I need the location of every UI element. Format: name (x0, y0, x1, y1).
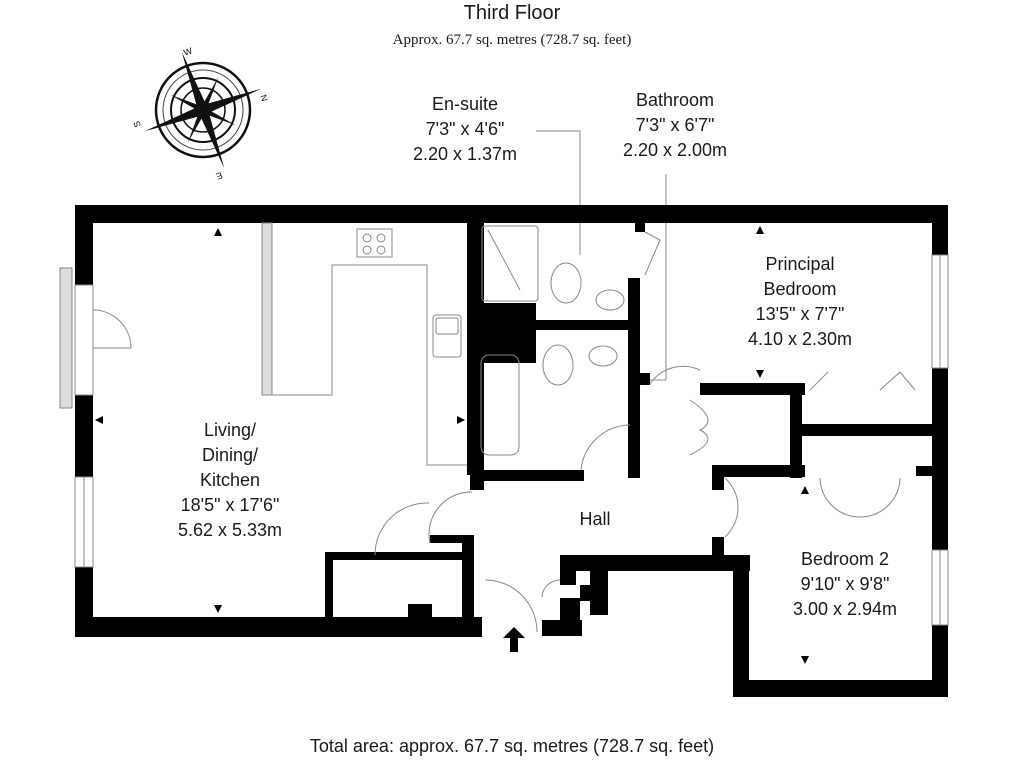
balcony-door (59, 267, 132, 409)
floor-title: Third Floor (463, 2, 561, 24)
compass-rose-icon: W N E S (131, 45, 270, 181)
living-name-1: Living/ (203, 420, 257, 440)
compass-west-label: W (182, 45, 194, 57)
living-name-2: Dining/ (201, 445, 259, 465)
room-label-ensuite: En-suite 7'3" x 4'6" 2.20 x 1.37m (385, 92, 545, 167)
principal-bedroom-name-1: Principal (765, 254, 835, 274)
compass-south-label: S (131, 120, 142, 129)
bedroom2-imperial: 9'10" x 9'8" (800, 574, 890, 594)
ensuite-name: En-suite (431, 94, 499, 114)
bathroom-imperial: 7'3" x 6'7" (635, 115, 715, 135)
bedroom2-name: Bedroom 2 (800, 549, 890, 569)
bedroom2-metric: 3.00 x 2.94m (792, 599, 898, 619)
ensuite-metric: 2.20 x 1.37m (412, 144, 518, 164)
bathroom-metric: 2.20 x 2.00m (622, 140, 728, 160)
floor-area-subtitle: Approx. 67.7 sq. metres (728.7 sq. feet) (392, 32, 632, 48)
windows (74, 254, 949, 626)
compass-north-label: N (258, 93, 270, 103)
hall-name: Hall (579, 509, 611, 529)
living-metric: 5.62 x 5.33m (177, 520, 283, 540)
bathroom-name: Bathroom (635, 90, 715, 110)
leader-lines (536, 130, 667, 381)
walls (75, 205, 948, 697)
compass-east-label: E (215, 170, 224, 181)
room-label-bedroom2: Bedroom 2 9'10" x 9'8" 3.00 x 2.94m (765, 547, 925, 622)
ensuite-imperial: 7'3" x 4'6" (425, 119, 505, 139)
principal-bedroom-name-2: Bedroom (763, 279, 837, 299)
dimension-markers (95, 226, 809, 664)
bathroom-fittings (480, 225, 661, 471)
living-name-3: Kitchen (199, 470, 261, 490)
doors (374, 365, 916, 633)
room-label-hall: Hall (555, 507, 635, 532)
living-imperial: 18'5" x 17'6" (180, 495, 280, 515)
room-label-bathroom: Bathroom 7'3" x 6'7" 2.20 x 2.00m (595, 88, 755, 163)
principal-bedroom-metric: 4.10 x 2.30m (747, 329, 853, 349)
room-label-principal-bedroom: Principal Bedroom 13'5" x 7'7" 4.10 x 2.… (720, 252, 880, 352)
principal-bedroom-imperial: 13'5" x 7'7" (755, 304, 845, 324)
total-area-footer: Total area: approx. 67.7 sq. metres (728… (309, 736, 715, 756)
kitchen-fittings (261, 222, 467, 466)
room-label-living: Living/ Dining/ Kitchen 18'5" x 17'6" 5.… (150, 418, 310, 543)
entrance-arrow-icon (503, 627, 525, 652)
